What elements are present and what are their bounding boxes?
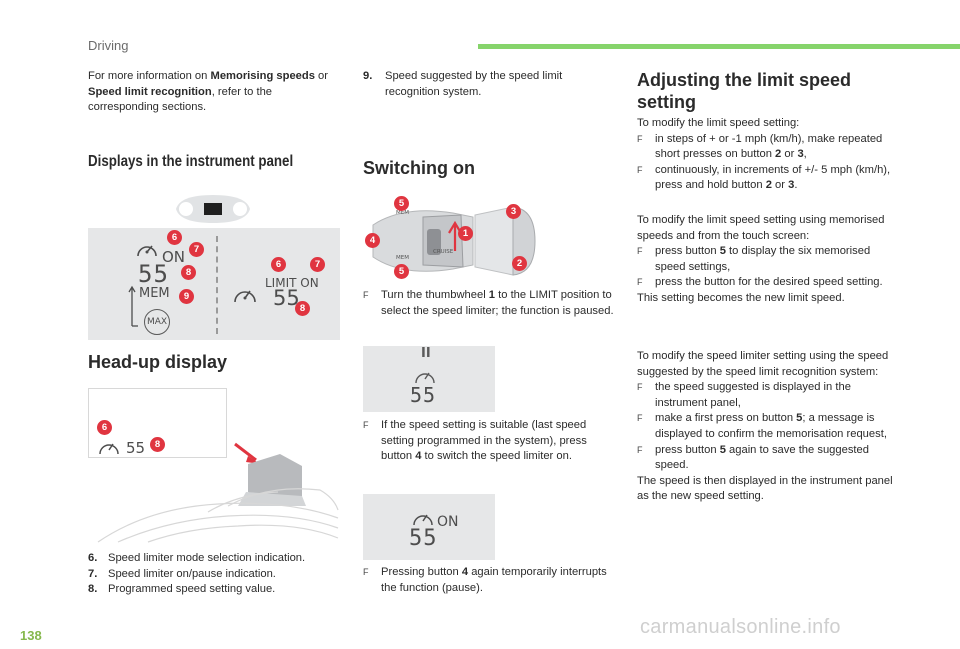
callout-9: 9 — [179, 289, 194, 304]
step-switch-on: F If the speed setting is suitable (last… — [363, 418, 613, 465]
limiter-on-indicator: ON — [162, 248, 186, 266]
intro-bold-memorising: Memorising speeds — [210, 70, 315, 82]
callout-6: 6 — [97, 420, 112, 435]
instrument-panel-icon — [176, 195, 250, 223]
panel-divider — [216, 236, 218, 334]
bullet-marker: F — [637, 444, 643, 455]
recognition-steps: To modify the speed limiter setting usin… — [637, 350, 893, 503]
callout-2: 2 — [512, 256, 527, 271]
intro-text: or — [314, 70, 329, 82]
bullet-marker: F — [637, 246, 643, 257]
limiter-on-display: ON 55 — [363, 494, 495, 560]
speed-value: 55 — [410, 383, 437, 407]
pause-indicator: II — [421, 346, 431, 361]
section-title: Driving — [88, 38, 129, 53]
bullet-marker: F — [363, 420, 369, 430]
bullet-marker: F — [637, 133, 643, 144]
limiter-stalk-illustration — [372, 206, 536, 276]
watermark: carmanualsonline.info — [640, 616, 841, 638]
bullet-marker: F — [637, 164, 643, 175]
instrument-panel-display: ON 55 MEM MAX 6 7 8 9 LIMIT ON 55 6 7 8 — [88, 228, 340, 340]
speedometer-icon — [415, 372, 435, 384]
legend-item: 7.Speed limiter on/pause indication. — [88, 567, 276, 580]
adjusting-heading: Adjusting the limit speed setting — [637, 70, 852, 112]
callout-7: 7 — [310, 257, 325, 272]
stalk-cruise-label: CRUISE — [433, 249, 454, 255]
callout-8: 8 — [150, 437, 165, 452]
limit-on-label: LIMIT ON — [265, 276, 319, 290]
callout-1: 1 — [458, 226, 473, 241]
hud-speed-value: 55 — [126, 439, 146, 457]
bullet-marker: F — [363, 567, 369, 577]
step-pause: F Pressing button 4 again temporarily in… — [363, 565, 613, 596]
limiter-on-indicator: ON — [437, 514, 459, 530]
speed-value: 55 — [409, 526, 438, 551]
page-number: 138 — [20, 628, 42, 643]
bullet-marker: F — [363, 290, 369, 300]
intro-text: For more information on — [88, 70, 211, 82]
callout-7: 7 — [189, 242, 204, 257]
switching-heading: Switching on — [363, 158, 475, 178]
hud-heading: Head-up display — [88, 352, 228, 372]
speedometer-icon — [137, 245, 157, 257]
intro-paragraph: For more information on Memorising speed… — [88, 69, 328, 116]
adjust-steps: To modify the limit speed setting: F in … — [637, 116, 892, 194]
bullet-marker: F — [637, 277, 643, 288]
legend-item: 6.Speed limiter mode selection indicatio… — [88, 552, 306, 564]
callout-6: 6 — [167, 230, 182, 245]
intro-text: , refer to the corresponding sections. — [88, 85, 273, 114]
callout-8: 8 — [181, 265, 196, 280]
callout-6: 6 — [271, 257, 286, 272]
speedometer-icon — [234, 290, 256, 303]
item-9: 9. Speed suggested by the speed limit re… — [363, 70, 563, 98]
legend-list: 6.Speed limiter mode selection indicatio… — [88, 551, 338, 598]
max-circle — [144, 309, 170, 335]
bullet-marker: F — [637, 413, 643, 424]
stalk-mem-label: MEM — [396, 255, 409, 261]
stalk-mem-label: MEM — [396, 210, 409, 216]
speedometer-icon — [99, 443, 119, 455]
callout-4: 4 — [365, 233, 380, 248]
legend-item: 8.Programmed speed setting value. — [88, 583, 276, 596]
speed-value: 55 — [138, 260, 169, 288]
displays-heading: Displays in the instrument panel — [88, 153, 294, 170]
intro-bold-recognition: Speed limit recognition — [88, 85, 212, 98]
mem-arrow-icon — [128, 285, 138, 327]
header-accent-bar — [478, 44, 960, 49]
callout-3: 3 — [506, 204, 521, 219]
hud-illustration — [88, 388, 339, 543]
memorised-speeds-steps: To modify the limit speed setting using … — [637, 214, 885, 304]
callout-5: 5 — [394, 264, 409, 279]
paused-display: II 55 — [363, 346, 495, 412]
callout-8: 8 — [295, 301, 310, 316]
speedometer-icon — [413, 514, 433, 526]
callout-5: 5 — [394, 196, 409, 211]
step-thumbwheel: F Turn the thumbwheel 1 to the LIMIT pos… — [363, 288, 618, 319]
max-label: MAX — [147, 317, 168, 327]
bullet-marker: F — [637, 382, 643, 393]
mem-label: MEM — [139, 286, 170, 301]
